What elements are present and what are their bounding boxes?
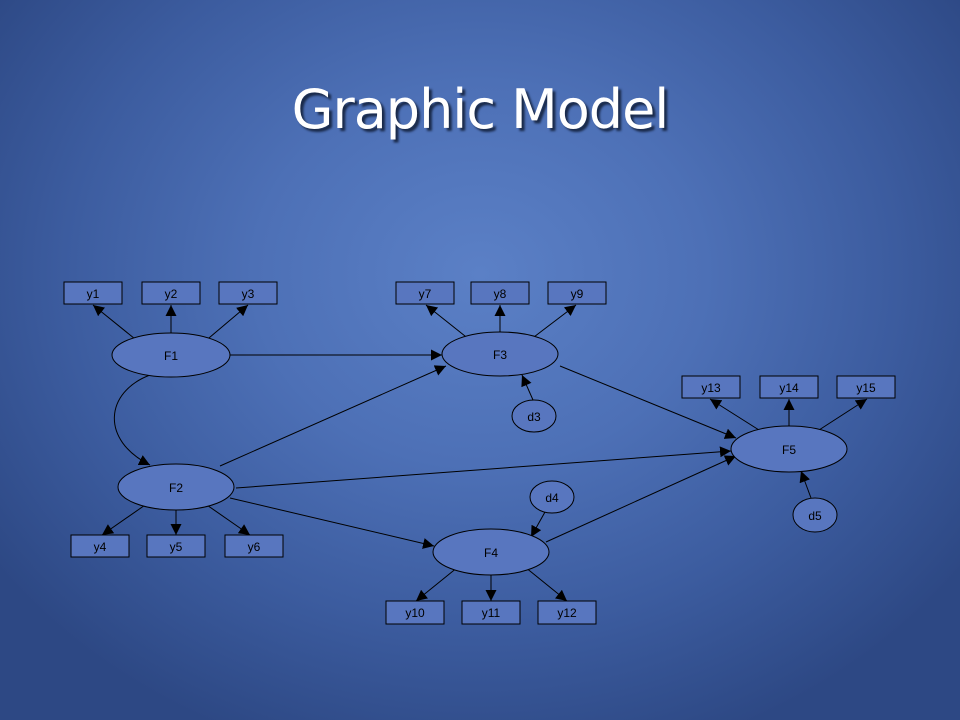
svg-text:F1: F1	[164, 349, 178, 363]
svg-text:d5: d5	[808, 509, 822, 523]
indicator-y15: y15	[836, 375, 896, 399]
path-f2-f4	[229, 497, 435, 549]
indicator-y3: y3	[218, 281, 278, 305]
path-f4-f5	[545, 455, 737, 543]
indicator-y6: y6	[224, 534, 284, 558]
loading-f3-y7	[425, 304, 471, 341]
path-d4-f4	[530, 511, 546, 538]
indicator-y10: y10	[385, 600, 445, 625]
factor-f1: F1	[111, 332, 231, 378]
svg-text:d4: d4	[545, 491, 559, 505]
disturbance-d5: d5	[792, 497, 838, 533]
svg-text:y14: y14	[779, 381, 799, 395]
svg-text:y11: y11	[482, 606, 501, 620]
loading-f5-y13	[709, 398, 760, 431]
loading-f3-y9	[529, 304, 577, 341]
disturbance-d3: d3	[511, 399, 557, 433]
svg-text:y12: y12	[557, 606, 577, 620]
path-d5-f5	[799, 470, 812, 499]
indicator-y2: y2	[141, 281, 201, 305]
indicator-y1: y1	[63, 281, 123, 305]
svg-text:y8: y8	[494, 287, 507, 301]
svg-text:y7: y7	[419, 287, 432, 301]
factor-f5: F5	[730, 425, 848, 473]
indicator-y7: y7	[395, 281, 455, 305]
indicator-y4: y4	[70, 534, 130, 558]
loading-f5-y15	[818, 398, 868, 431]
svg-text:y3: y3	[242, 287, 255, 301]
svg-text:y1: y1	[87, 287, 100, 301]
loading-f2-y4	[101, 502, 149, 536]
svg-text:y13: y13	[701, 381, 721, 395]
path-f2-f5	[235, 446, 732, 489]
factor-f2: F2	[117, 463, 235, 511]
svg-text:y4: y4	[94, 540, 107, 554]
svg-text:y2: y2	[165, 287, 178, 301]
indicator-y14: y14	[759, 375, 819, 399]
svg-text:F5: F5	[782, 443, 796, 457]
svg-text:F3: F3	[493, 348, 507, 362]
svg-text:y5: y5	[170, 540, 183, 554]
svg-text:y6: y6	[248, 540, 261, 554]
slide-title: Graphic Model	[291, 78, 670, 141]
loading-f4-y10	[415, 566, 459, 602]
svg-text:F2: F2	[169, 481, 183, 495]
path-f2-f3	[219, 365, 447, 467]
loading-f1-y3	[202, 304, 249, 344]
disturbance-d4: d4	[529, 480, 575, 514]
indicator-y9: y9	[547, 281, 607, 305]
svg-text:F4: F4	[484, 546, 498, 560]
svg-text:y10: y10	[405, 606, 425, 620]
indicator-y12: y12	[537, 600, 597, 625]
loading-f4-y12	[524, 566, 568, 602]
loading-f1-y1	[92, 304, 141, 344]
svg-text:y15: y15	[856, 381, 876, 395]
factor-f4: F4	[432, 528, 550, 576]
path-f3-f5	[559, 365, 737, 439]
indicator-y13: y13	[681, 375, 741, 399]
factor-f3: F3	[441, 331, 559, 377]
path-d3-f3	[521, 374, 534, 401]
indicator-y8: y8	[470, 281, 530, 305]
svg-text:y9: y9	[571, 287, 584, 301]
indicator-y11: y11	[461, 600, 521, 625]
covariance-f1-f2	[113, 365, 163, 466]
loading-f2-y6	[203, 502, 251, 536]
indicator-y5: y5	[146, 534, 206, 558]
edges	[92, 304, 868, 602]
svg-text:d3: d3	[527, 410, 541, 424]
